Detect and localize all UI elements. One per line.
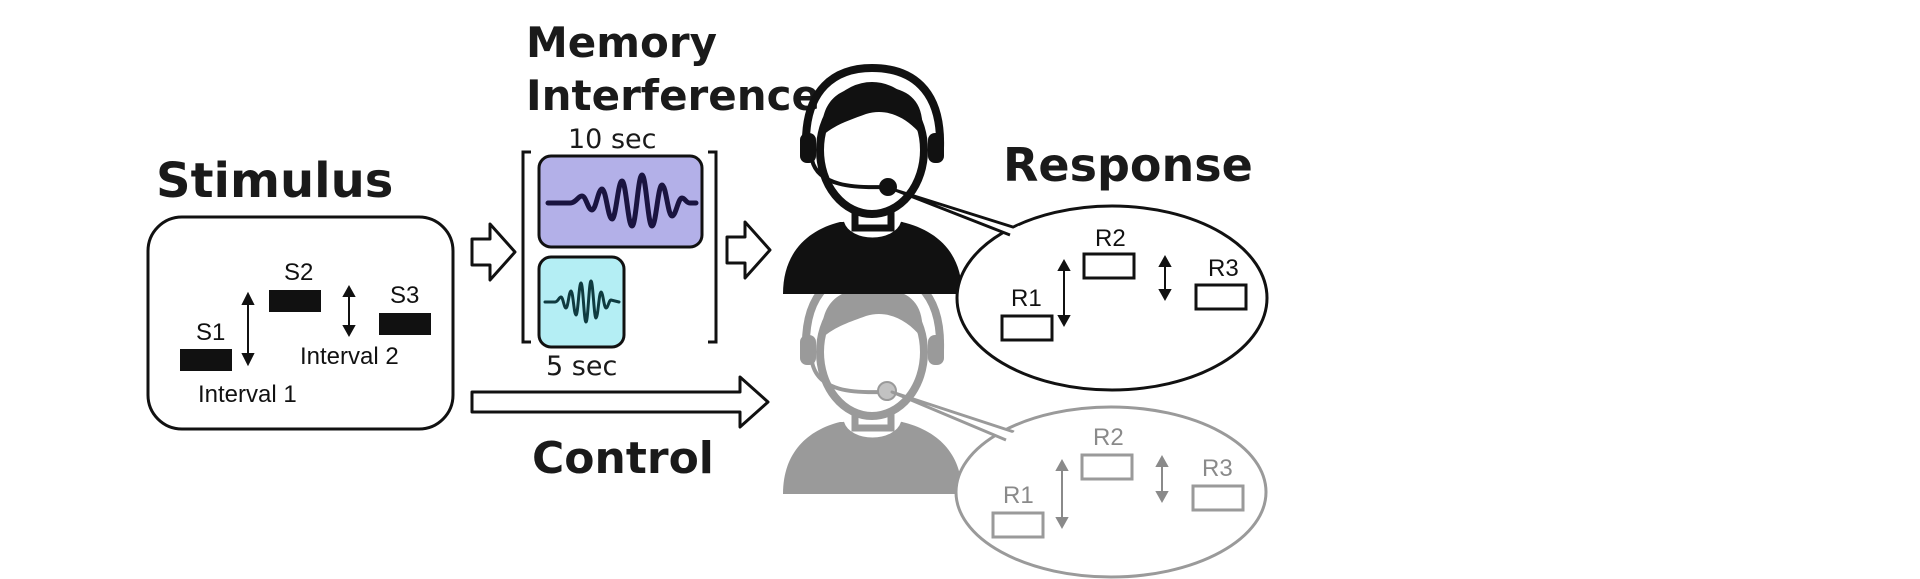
short-noise-waveform — [543, 279, 621, 324]
interference-arrow-in — [470, 222, 517, 282]
control-r1-label: R1 — [1003, 482, 1034, 509]
r2-box — [1082, 252, 1136, 280]
s2-bar — [269, 290, 321, 312]
r3-box — [1194, 283, 1248, 311]
interference-title-line2: Interference — [526, 71, 820, 120]
s1-label: S1 — [196, 319, 225, 346]
s2-label: S2 — [284, 259, 313, 286]
long-duration-label: 10 sec — [568, 124, 656, 155]
r2-label: R2 — [1095, 225, 1126, 252]
response-interval2-arrow — [1158, 254, 1172, 302]
interference-title-line1: Memory — [526, 18, 717, 67]
interval2-arrow — [342, 284, 356, 338]
response-title: Response — [1003, 138, 1253, 192]
left-bracket — [521, 150, 531, 344]
participant-headset-person-icon — [783, 63, 962, 294]
s3-label: S3 — [390, 282, 419, 309]
right-bracket — [708, 150, 718, 344]
short-duration-label: 5 sec — [546, 351, 617, 382]
long-noise-waveform — [545, 172, 699, 229]
r1-box — [1000, 314, 1054, 342]
control-label: Control — [532, 433, 714, 484]
interval1-label: Interval 1 — [198, 381, 297, 408]
control-response-interval1-arrow — [1055, 458, 1069, 530]
control-r2-label: R2 — [1093, 424, 1124, 451]
control-r3-box — [1191, 484, 1245, 512]
control-response-interval2-arrow — [1155, 454, 1169, 504]
response-interval1-arrow — [1057, 258, 1071, 328]
r1-label: R1 — [1011, 285, 1042, 312]
stimulus-panel — [146, 215, 455, 431]
control-r1-box — [991, 511, 1045, 539]
interference-arrow-out — [725, 220, 772, 280]
s3-bar — [379, 313, 431, 335]
short-noise-box — [537, 255, 626, 349]
response-bubble — [893, 188, 1269, 392]
control-participant-headset-person-icon — [783, 265, 962, 494]
control-r3-label: R3 — [1202, 455, 1233, 482]
stimulus-title: Stimulus — [156, 153, 393, 209]
interval1-arrow — [241, 291, 255, 367]
control-r2-box — [1080, 453, 1134, 481]
s1-bar — [180, 349, 232, 371]
long-noise-box — [537, 154, 704, 249]
r3-label: R3 — [1208, 255, 1239, 282]
control-arrow — [470, 375, 770, 429]
interval2-label: Interval 2 — [300, 343, 399, 370]
